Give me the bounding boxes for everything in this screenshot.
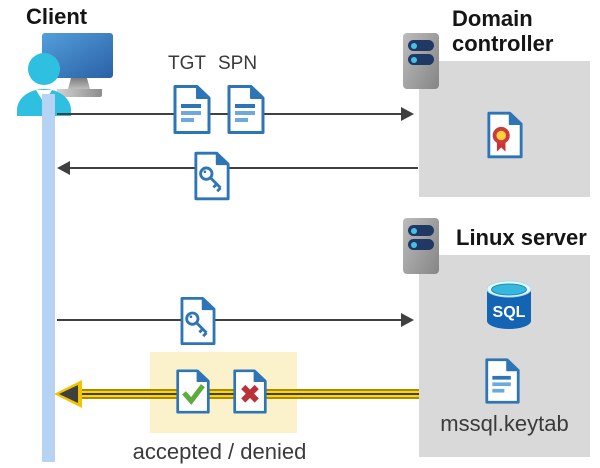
keytab-label: mssql.keytab	[440, 411, 569, 436]
monitor-neck	[68, 78, 90, 89]
drive-led-icon	[411, 42, 417, 49]
server-drive-icon	[408, 225, 434, 236]
result-arrowhead-icon	[59, 385, 78, 403]
service-request-arrowhead-icon	[401, 313, 414, 327]
sql-badge-text: SQL	[493, 304, 526, 321]
certificate-icon	[487, 111, 523, 159]
keytab-file-icon	[485, 358, 520, 404]
request-arrowhead-icon	[401, 107, 414, 121]
drive-led-icon	[411, 241, 417, 248]
server-drive-icon	[408, 239, 434, 250]
client-label: Client	[26, 4, 88, 29]
accepted-document-icon	[176, 369, 210, 414]
ticket-return-arrow-line	[70, 167, 418, 169]
denied-document-icon	[233, 369, 267, 414]
drive-led-icon	[411, 56, 417, 63]
linux-server-server-icon	[403, 218, 439, 274]
key-ticket-icon	[180, 296, 216, 346]
sql-database-icon: SQL	[486, 280, 532, 329]
client-workstation-icon	[17, 33, 113, 116]
linux-server-label: Linux server	[456, 225, 587, 250]
tgt-document-icon	[173, 85, 211, 134]
result-label: accepted / denied	[132, 439, 307, 464]
tgt-label: TGT	[168, 53, 206, 74]
key-ticket-icon	[194, 151, 230, 201]
domain-controller-server-icon	[403, 33, 439, 89]
client-lifeline	[42, 94, 55, 462]
spn-label: SPN	[218, 53, 258, 74]
ticket-return-arrowhead-icon	[57, 161, 70, 175]
service-request-arrow-line	[57, 319, 402, 321]
person-head	[28, 53, 60, 85]
server-drive-icon	[408, 40, 434, 51]
monitor-base	[57, 89, 102, 97]
drive-led-icon	[411, 227, 417, 234]
spn-document-icon	[227, 85, 265, 134]
server-drive-icon	[408, 54, 434, 65]
domain-controller-label: Domain controller	[452, 6, 554, 56]
